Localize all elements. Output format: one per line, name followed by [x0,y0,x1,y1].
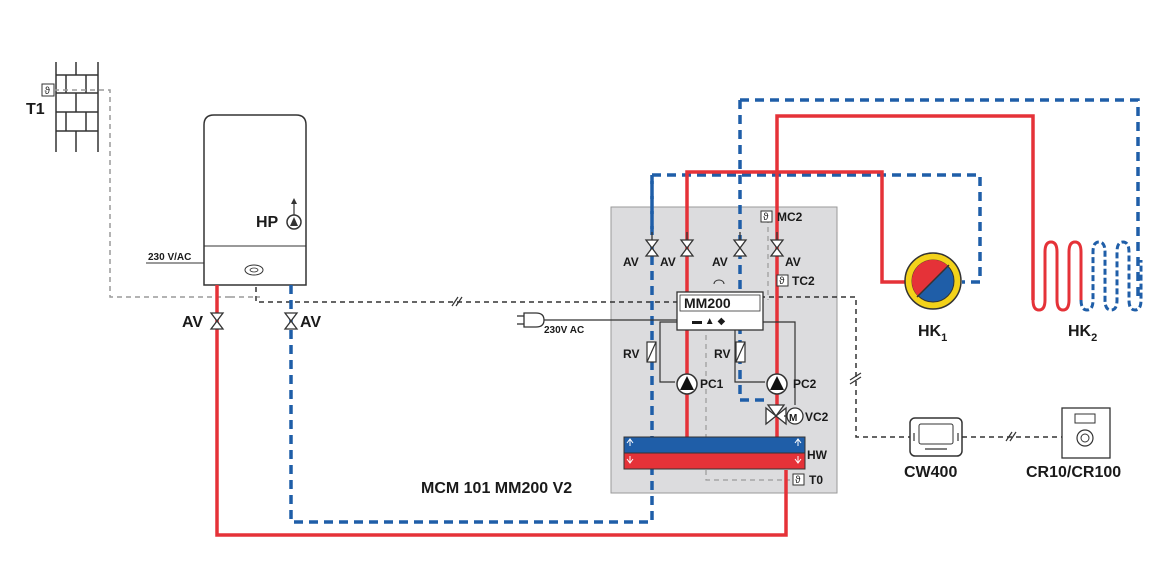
t0-label: T0 [809,473,823,487]
heat-exchanger-icon [623,436,806,470]
module-name-label: MCM 101 MM200 V2 [421,480,572,497]
hw-label: HW [807,448,828,462]
av-label-module-1: AV [623,255,639,269]
mc2-label: MC2 [777,210,803,224]
av-label-module-4: AV [785,255,801,269]
hk2-label: HK2 [1068,323,1097,344]
cr10-label: CR10/CR100 [1026,464,1121,481]
pump-icon [676,373,788,395]
hk1-label: HK1 [918,323,947,344]
av-label-module-3: AV [712,255,728,269]
temperature-sensor-icon [760,210,805,486]
t1-label: T1 [26,101,45,118]
pc1-label: PC1 [700,377,724,391]
thermostat-icon [909,417,963,457]
radiator-icon [904,252,962,310]
av-label-boiler-right: AV [300,314,321,331]
svg-text:ϑ: ϑ [763,212,769,223]
motor-label: M [789,413,797,424]
check-valve-icon [646,341,746,363]
wall-icon [55,62,99,152]
rv-label-1: RV [623,347,639,361]
svg-text:ϑ: ϑ [45,86,51,97]
rv-label-2: RV [714,347,730,361]
vc2-label: VC2 [805,410,829,424]
mm200-label: MM200 [684,295,731,311]
control-wires [540,319,796,405]
svg-text:ϑ: ϑ [779,276,785,287]
svg-text:ϑ: ϑ [795,475,801,486]
plug-icon [517,312,545,328]
hp-label: HP [256,214,279,231]
t1-sensor: ϑ [41,83,55,97]
boiler-display-icon [244,264,264,276]
floor-heating-coil-icon [1031,240,1143,312]
plug-power-label: 230V AC [544,325,584,336]
valve-icon [209,232,787,426]
pc2-label: PC2 [793,377,817,391]
boiler [203,114,307,286]
tc2-label: TC2 [792,274,815,288]
cw400-label: CW400 [904,464,957,481]
av-label-module-2: AV [660,255,676,269]
wire-break-marks [451,296,1017,442]
room-controller-icon [1061,407,1111,459]
svg-text:▬ ▲ ◆: ▬ ▲ ◆ [692,316,725,327]
av-label-boiler-left: AV [182,314,203,331]
mm200-controller: MM200 ▬ ▲ ◆ [676,279,764,331]
boiler-power-label: 230 V/AC [148,252,191,263]
